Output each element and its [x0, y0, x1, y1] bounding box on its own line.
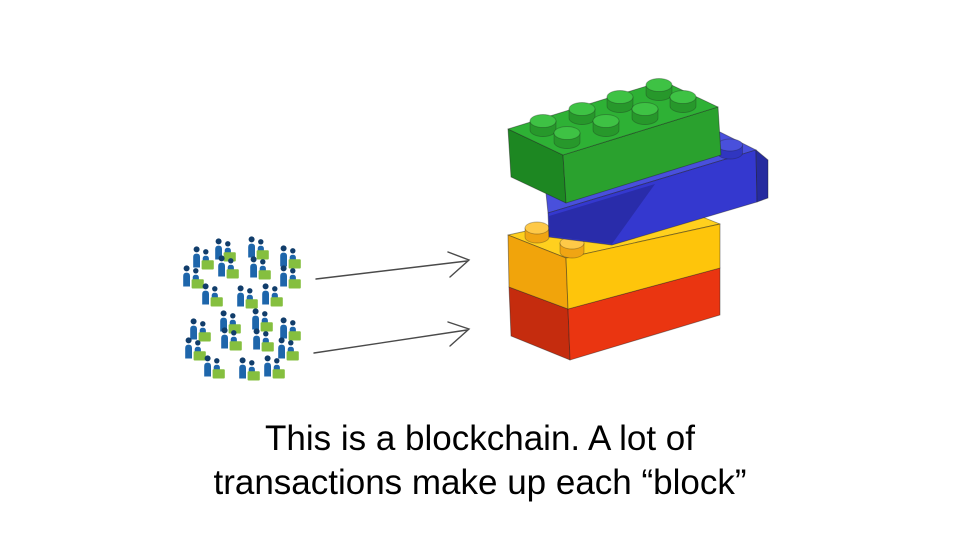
stud: [631, 102, 659, 116]
stud: [524, 221, 550, 235]
transaction-people-icon: [202, 283, 223, 307]
brick-stack: [507, 78, 769, 361]
stud: [592, 114, 620, 128]
transaction-people-icon: [204, 355, 225, 379]
caption-line-2: transactions make up each “block”: [213, 463, 747, 502]
brick-green: [507, 78, 722, 204]
stud: [529, 114, 557, 128]
arrow-lower-icon: [313, 321, 471, 354]
transaction-people-icon: [239, 357, 260, 381]
caption-line-1: This is a blockchain. A lot of: [265, 419, 695, 458]
yellow-brick-front-face: [565, 223, 721, 310]
blue-brick-front-face: [547, 149, 758, 246]
transaction-people-icon: [252, 308, 273, 332]
transaction-people-icon: [248, 236, 269, 260]
blue-brick-side-face: [755, 149, 769, 203]
people-cluster-upper: [183, 236, 301, 309]
transaction-people-icon: [250, 256, 271, 280]
stud: [645, 78, 673, 92]
stud: [606, 90, 634, 104]
stud: [553, 126, 581, 140]
transaction-people-icon: [253, 328, 274, 352]
transaction-people-icon: [278, 337, 299, 361]
transaction-people-icon: [264, 355, 285, 379]
transaction-people-icon: [262, 283, 283, 307]
stud: [717, 138, 743, 152]
people-cluster-lower: [185, 308, 301, 381]
transaction-people-icon: [190, 318, 211, 342]
green-brick-stud-tops: [529, 78, 697, 140]
transaction-people-icon: [280, 317, 301, 341]
transaction-people-icon: [280, 245, 301, 269]
transaction-people-icon: [280, 265, 301, 289]
stud: [669, 90, 697, 104]
transaction-people-icon: [193, 246, 214, 270]
arrow-upper-icon: [315, 251, 471, 280]
stud: [568, 102, 596, 116]
transaction-people-icon: [215, 238, 236, 262]
green-brick-shadow: [549, 184, 655, 244]
transaction-people-icon: [183, 265, 204, 289]
arrows: [313, 251, 471, 354]
caption: This is a blockchain. A lot of transacti…: [0, 417, 960, 505]
transaction-people-icon: [237, 285, 258, 309]
